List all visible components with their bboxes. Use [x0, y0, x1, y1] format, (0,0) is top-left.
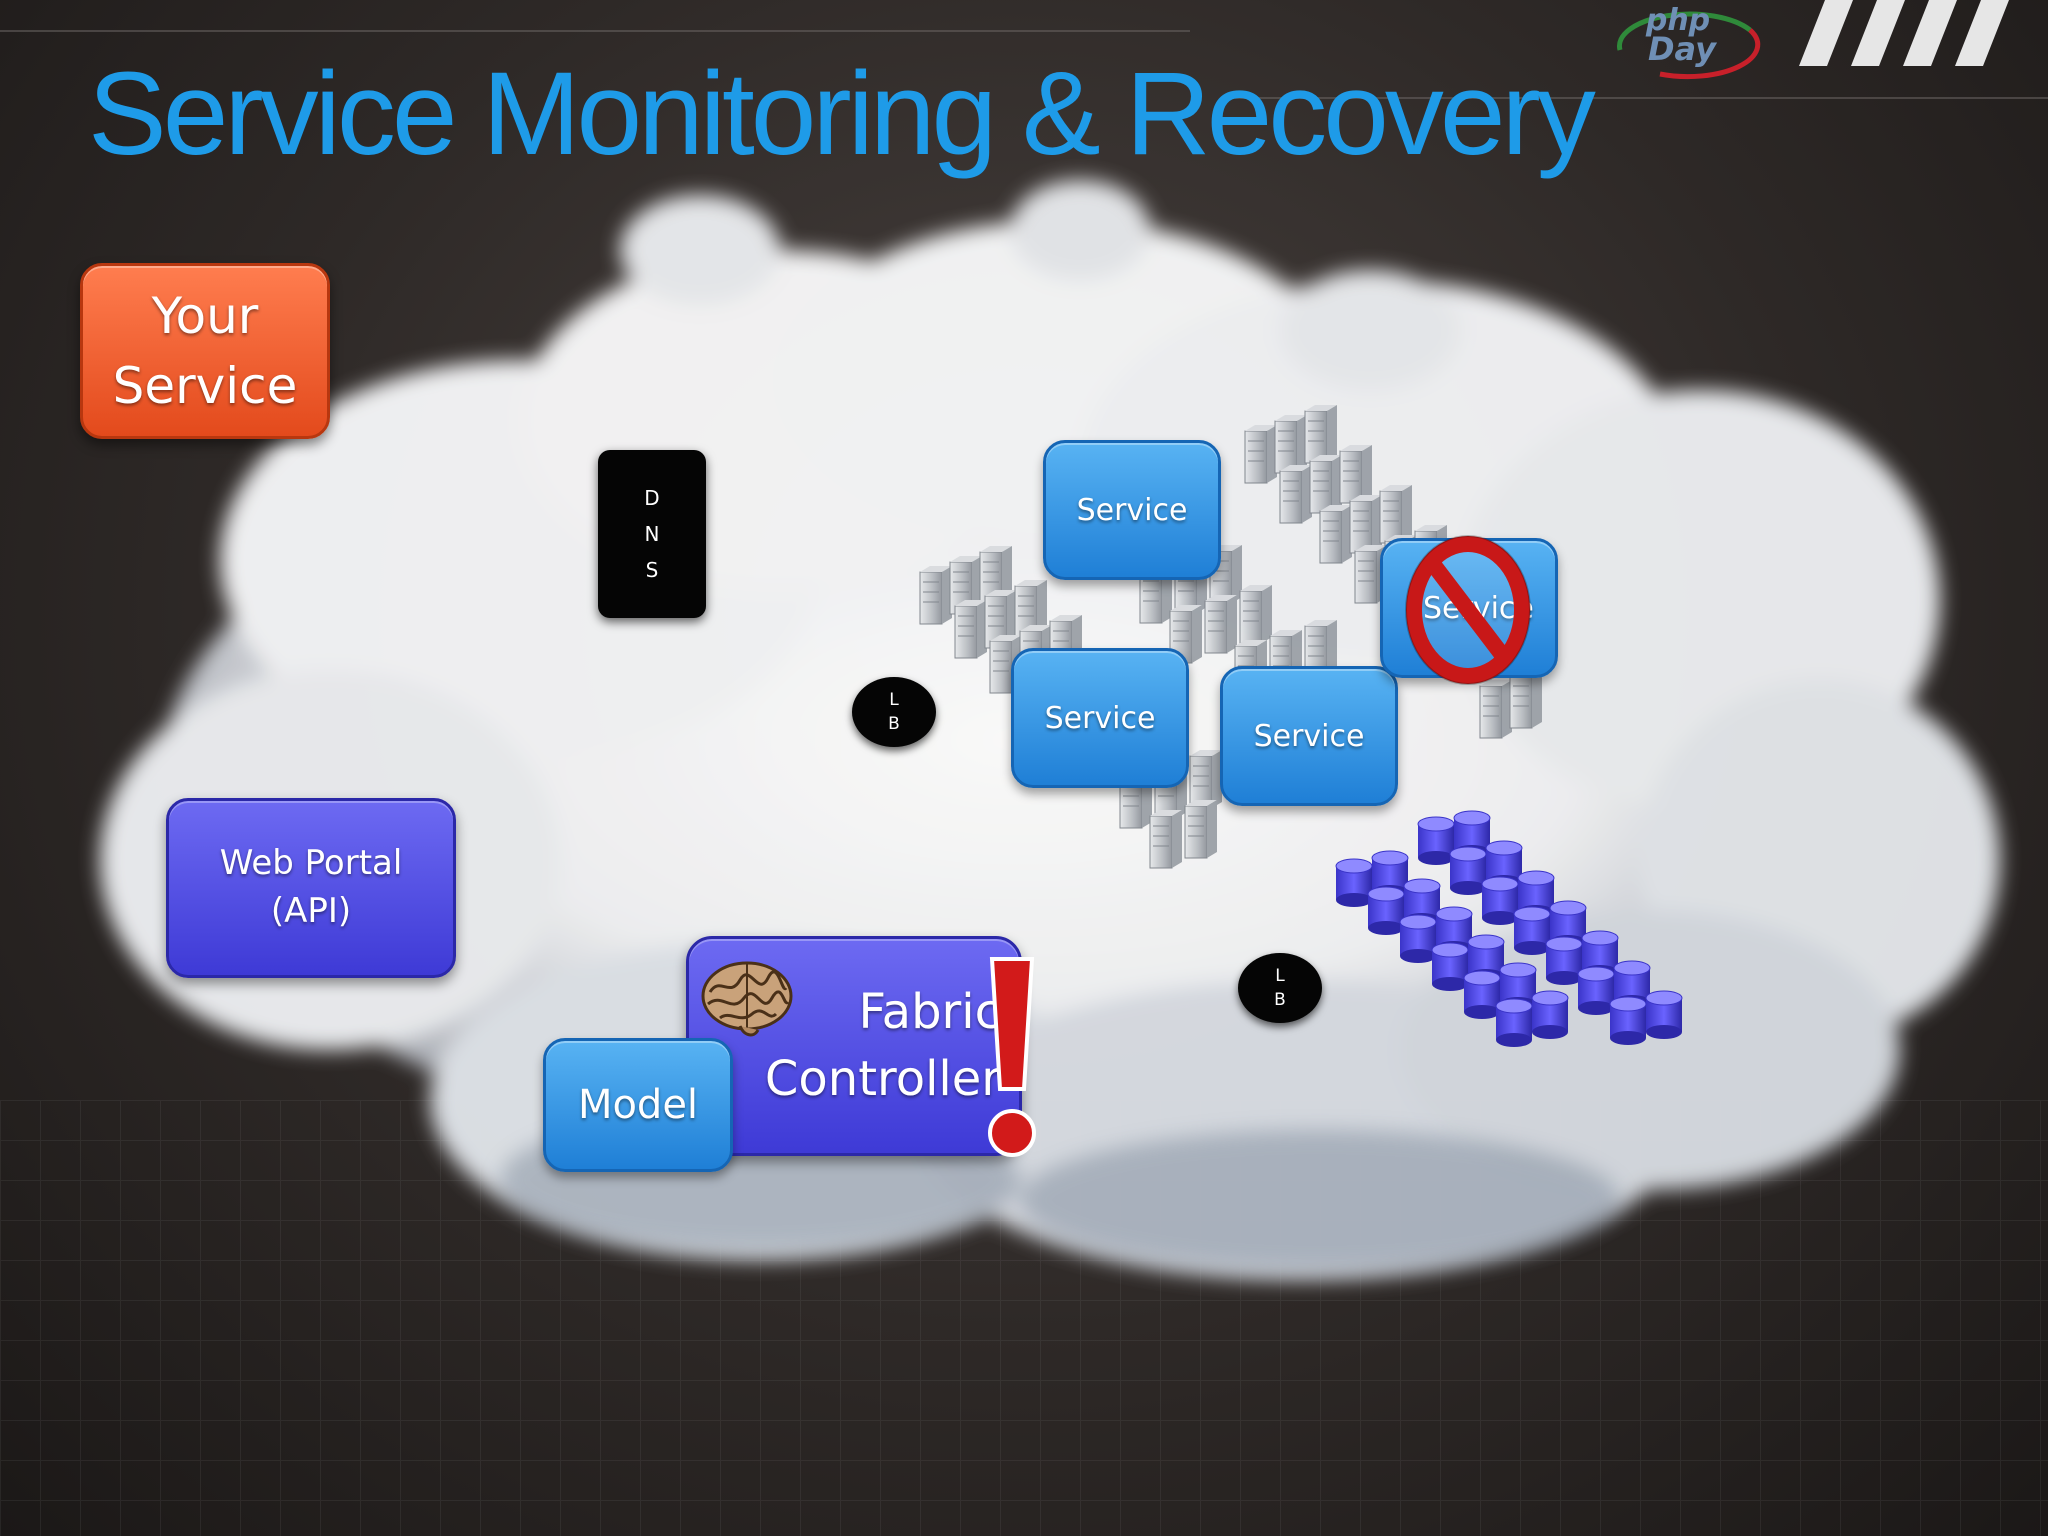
lb-line1: L: [1275, 966, 1285, 986]
your-service-line2: Service: [112, 357, 298, 415]
dns-node[interactable]: D N S: [598, 450, 706, 618]
lb-line2: B: [1274, 990, 1286, 1010]
frame-line-top: [0, 30, 1190, 32]
web-portal-line1: Web Portal: [219, 843, 403, 884]
dns-letter-s: S: [645, 558, 659, 582]
service-label: Service: [1044, 700, 1156, 736]
service-box-top[interactable]: Service: [1043, 440, 1221, 580]
load-balancer-2[interactable]: L B: [1238, 953, 1322, 1023]
service-box-right[interactable]: Service: [1220, 666, 1398, 806]
service-label: Service: [1253, 718, 1365, 754]
lb-line2: B: [888, 714, 900, 734]
service-label: Service: [1076, 492, 1188, 528]
phpday-logo: php Day: [1616, 3, 1761, 80]
prohibited-icon: [1405, 535, 1531, 685]
your-service-box[interactable]: Your Service: [80, 263, 330, 439]
dns-letter-d: D: [644, 486, 660, 510]
brain-icon: [701, 961, 793, 1037]
load-balancer-1[interactable]: L B: [852, 677, 936, 747]
your-service-line1: Your: [151, 287, 259, 345]
dns-letter-n: N: [644, 522, 660, 546]
stripes-decoration: [1799, 0, 2009, 66]
service-box-middle[interactable]: Service: [1011, 648, 1189, 788]
frame-line-right: [1235, 97, 2048, 99]
fabric-controller-line2: Controller: [764, 1051, 1001, 1107]
web-portal-line2: (API): [270, 891, 352, 931]
web-portal-box[interactable]: Web Portal (API): [166, 798, 456, 978]
model-label: Model: [577, 1082, 699, 1128]
exclamation-icon: [988, 957, 1036, 1157]
slide-title: Service Monitoring & Recovery: [88, 48, 1596, 180]
svg-text:Day: Day: [1648, 30, 1717, 68]
svg-text:php: php: [1645, 3, 1710, 38]
fabric-controller-line1: Fabric: [858, 983, 1001, 1040]
lb-line1: L: [889, 690, 899, 710]
model-box[interactable]: Model: [543, 1038, 733, 1172]
